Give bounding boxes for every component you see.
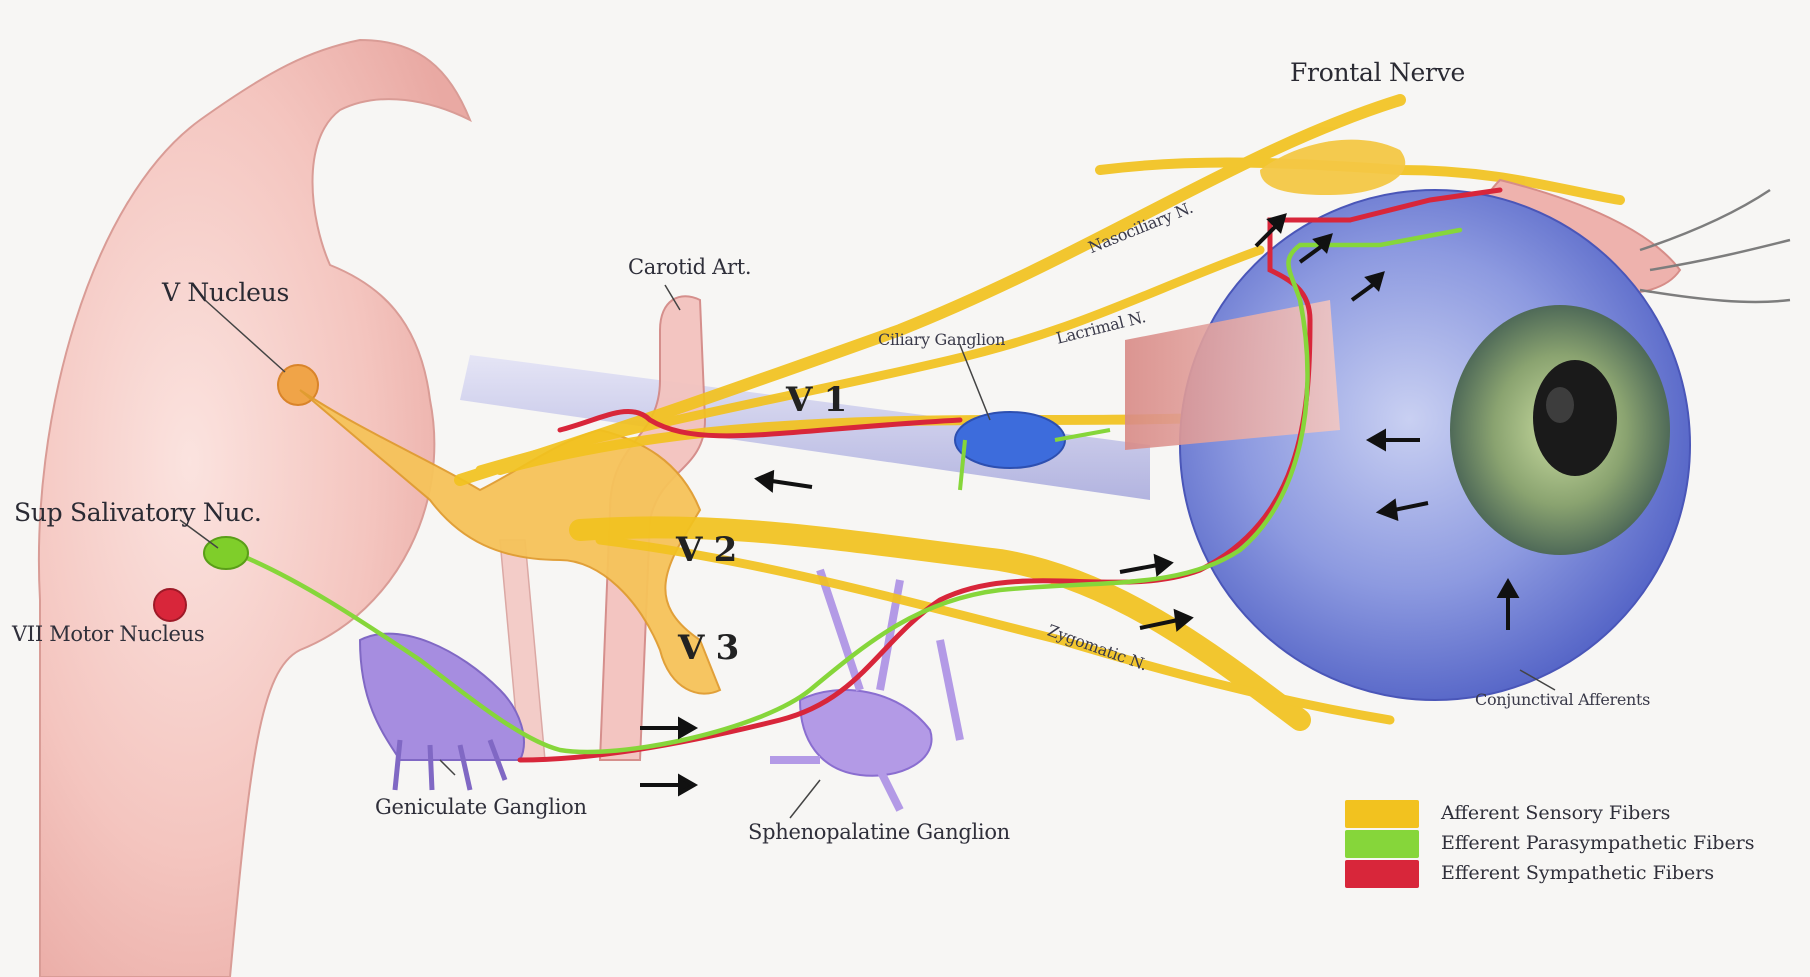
v3-label: V 3	[678, 628, 739, 668]
vii-motor-nucleus-body	[154, 589, 186, 621]
legend-swatch	[1345, 860, 1419, 888]
arrow-icon	[640, 777, 694, 793]
vii-motor-nucleus-label: VII Motor Nucleus	[12, 622, 204, 646]
v1-label: V 1	[786, 380, 847, 420]
legend-swatch	[1345, 800, 1419, 828]
arrow-icon	[758, 473, 812, 489]
legend-swatch	[1345, 830, 1419, 858]
pupil	[1533, 360, 1617, 476]
carotid-art-label: Carotid Art.	[628, 255, 751, 279]
legend-label: Efferent Sympathetic Fibers	[1441, 862, 1714, 884]
arrow-icon	[640, 720, 694, 736]
legend-label: Efferent Parasympathetic Fibers	[1441, 832, 1755, 854]
legend: Afferent Sensory Fibers Efferent Parasym…	[1345, 800, 1805, 910]
v2-label: V 2	[676, 530, 737, 570]
geniculate-ganglion-shape	[360, 634, 524, 790]
frontal-nerve-label: Frontal Nerve	[1290, 58, 1465, 87]
ciliary-ganglion-shape	[955, 412, 1065, 468]
v-nucleus-label: V Nucleus	[162, 278, 289, 307]
geniculate-ganglion-label: Geniculate Ganglion	[375, 795, 587, 819]
ciliary-ganglion-label: Ciliary Ganglion	[878, 330, 1005, 349]
legend-label: Afferent Sensory Fibers	[1441, 802, 1670, 824]
sup-salivatory-nuc-label: Sup Salivatory Nuc.	[14, 498, 262, 527]
conjunctival-afferents-label: Conjunctival Afferents	[1475, 690, 1650, 709]
arrow-icon	[1120, 557, 1170, 573]
sphenopalatine-ganglion-label: Sphenopalatine Ganglion	[748, 820, 1010, 844]
